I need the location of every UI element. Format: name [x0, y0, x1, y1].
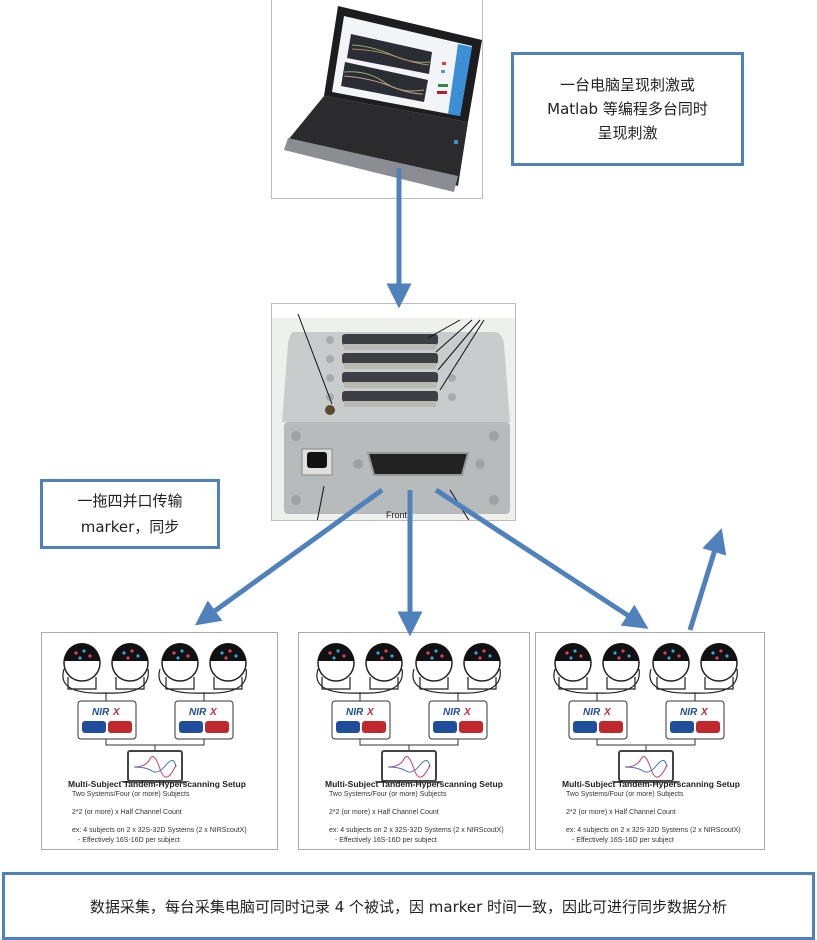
acquisition-laptop-icon [381, 750, 437, 782]
svg-text:NIR: NIR [92, 707, 110, 718]
callout-line: 一拖四并口传输 [77, 492, 183, 510]
panel-example: ex: 4 subjects on 2 x 32S-32D Systems (2… [566, 827, 741, 834]
svg-text:X: X [463, 707, 472, 718]
panel-example: ex: 4 subjects on 2 x 32S-32D Systems (2… [329, 827, 504, 834]
panel-title: Multi-Subject Tandem-Hyperscanning Setup [325, 779, 503, 789]
arrow-panel-3-outward [687, 528, 727, 631]
stimulus-presentation-callout: 一台电脑呈现刺激或 Matlab 等编程多台同时 呈现刺激 [511, 52, 744, 166]
acquisition-laptop-icon [618, 750, 674, 782]
svg-text:X: X [366, 707, 375, 718]
callout-line: 呈现刺激 [597, 124, 658, 142]
panel-subtitle: Two Systems/Four (or more) Subjects [566, 791, 684, 798]
svg-text:NIR: NIR [680, 707, 698, 718]
data-collection-callout: 数据采集，每台采集电脑可同时记录 4 个被试，因 marker 时间一致，因此可… [2, 872, 815, 940]
splitter-device-icon [272, 304, 515, 520]
svg-text:X: X [603, 707, 612, 718]
panel-channel-note: 2*2 (or more) x Half Channel Count [72, 809, 182, 816]
panel-effective: - Effectively 16S-16D per subject [572, 837, 674, 844]
callout-text: 数据采集，每台采集电脑可同时记录 4 个被试，因 marker 时间一致，因此可… [89, 897, 728, 916]
splitter-front-label: Front [386, 510, 408, 520]
subject-heads [316, 643, 501, 701]
svg-text:NIR: NIR [346, 707, 364, 718]
panel-subtitle: Two Systems/Four (or more) Subjects [72, 791, 190, 798]
stimulus-laptop-photo [271, 0, 483, 199]
subject-heads [553, 643, 738, 701]
panel-channel-note: 2*2 (or more) x Half Channel Count [566, 809, 676, 816]
svg-text:NIR: NIR [443, 707, 461, 718]
db-connector-stack [326, 334, 456, 407]
laptop-icon [284, 6, 482, 192]
svg-text:NIR: NIR [583, 707, 601, 718]
svg-text:X: X [209, 707, 218, 718]
callout-line: Matlab 等编程多台同时 [547, 100, 708, 118]
panel-effective: - Effectively 16S-16D per subject [335, 837, 437, 844]
callout-line: marker，同步 [80, 518, 180, 536]
parallel-port-callout: 一拖四并口传输 marker，同步 [40, 479, 220, 549]
svg-text:NIR: NIR [189, 707, 207, 718]
svg-text:X: X [700, 707, 709, 718]
panel-example: ex: 4 subjects on 2 x 32S-32D Systems (2… [72, 827, 247, 834]
panel-subtitle: Two Systems/Four (or more) Subjects [329, 791, 447, 798]
callout-line: 一台电脑呈现刺激或 [559, 76, 695, 94]
subject-heads [62, 643, 247, 701]
panel-title: Multi-Subject Tandem-Hyperscanning Setup [68, 779, 246, 789]
panel-channel-note: 2*2 (or more) x Half Channel Count [329, 809, 439, 816]
panel-effective: - Effectively 16S-16D per subject [78, 837, 180, 844]
panel-title: Multi-Subject Tandem-Hyperscanning Setup [562, 779, 740, 789]
acquisition-laptop-icon [127, 750, 183, 782]
parallel-port-splitter-photo: Front [271, 303, 516, 521]
svg-text:X: X [112, 707, 121, 718]
